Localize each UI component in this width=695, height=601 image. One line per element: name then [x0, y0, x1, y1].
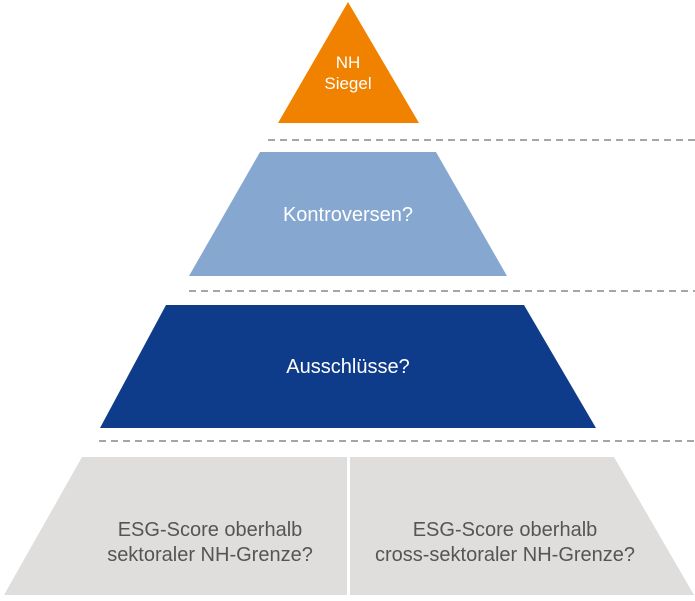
pyramid-top-triangle: [278, 2, 419, 123]
ausschluesse-label: Ausschlüsse?: [286, 356, 410, 378]
pyramid-level-ausschluesse: [100, 305, 596, 428]
base-left-label: ESG-Score oberhalb sektoraler NH-Grenze?: [40, 518, 380, 568]
pyramid-level-kontroversen: [189, 152, 507, 276]
pyramid-base-right: [350, 457, 694, 595]
top-label: NH Siegel: [298, 52, 398, 95]
base-right-line1: ESG-Score oberhalb: [412, 519, 598, 541]
top-label-line1: NH: [335, 53, 361, 72]
kontroversen-label: Kontroversen?: [282, 204, 414, 226]
base-right-line2: cross-sektoraler NH-Grenze?: [374, 544, 636, 566]
base-right-label: ESG-Score oberhalb cross-sektoraler NH-G…: [335, 518, 675, 568]
base-left-line2: sektoraler NH-Grenze?: [107, 544, 313, 566]
top-label-line2: Siegel: [324, 74, 372, 94]
base-left-line1: ESG-Score oberhalb: [117, 519, 303, 541]
pyramid-base-left: [4, 457, 347, 595]
